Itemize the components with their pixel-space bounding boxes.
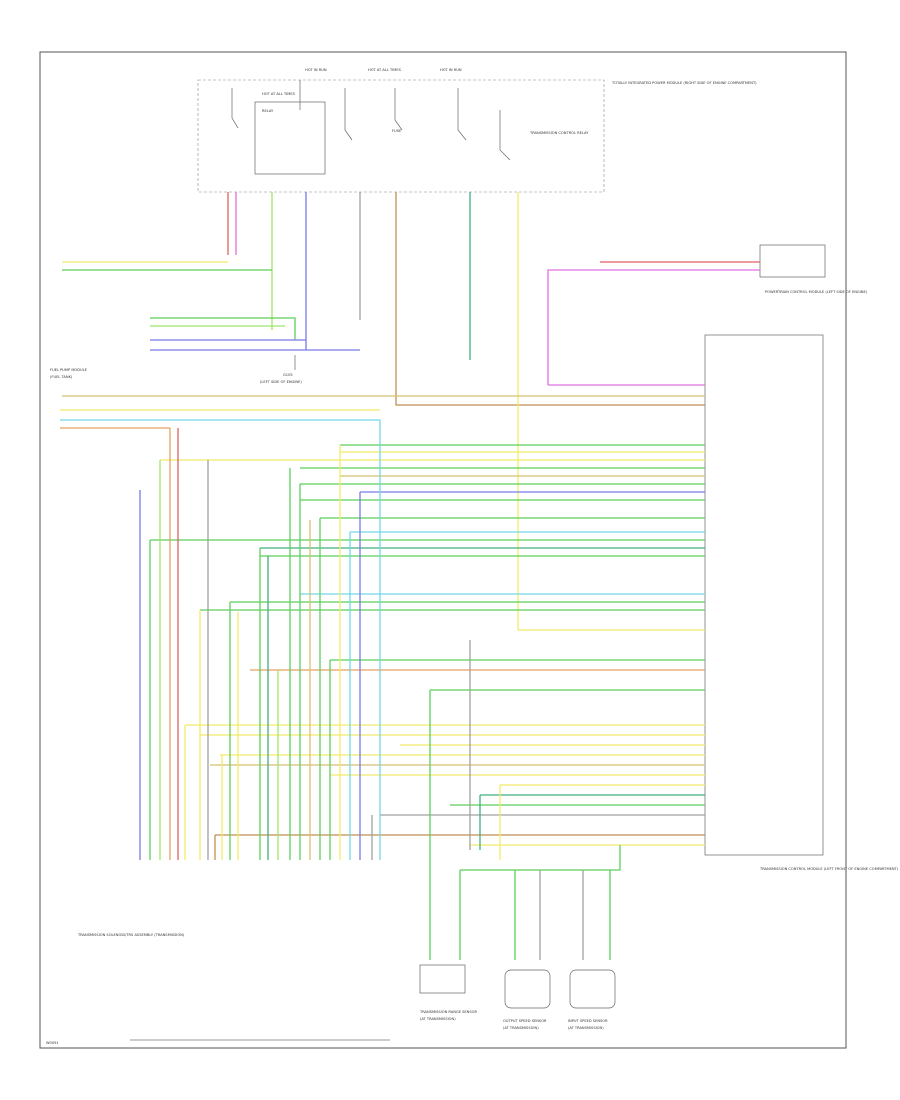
pdc-label-3: HOT AT ALL TIMES xyxy=(368,68,402,72)
fuel-pump-name: FUEL PUMP MODULE xyxy=(50,368,88,372)
transmission-harness: TRANSMISSION SOLENOID/TRS ASSEMBLY (TRAN… xyxy=(77,933,185,937)
pdc-label-2: HOT IN RUN xyxy=(305,68,327,72)
input-sensor-name: INPUT SPEED SENSOR xyxy=(568,1019,608,1023)
wire-top-6 xyxy=(395,192,705,406)
tcm-name: TRANSMISSION CONTROL MODULE (LEFT FRONT … xyxy=(759,867,899,871)
power-distribution-center: HOT AT ALL TIMES HOT IN RUN HOT AT ALL T… xyxy=(197,68,757,193)
fuel-pump-module: FUEL PUMP MODULE (FUEL TANK) xyxy=(50,368,88,379)
trans-harness-name: TRANSMISSION SOLENOID/TRS ASSEMBLY (TRAN… xyxy=(77,933,185,937)
pdc-label-4: HOT IN RUN xyxy=(440,68,462,72)
ground-name: G105 xyxy=(283,373,293,377)
fuel-pump-location: (FUEL TANK) xyxy=(50,375,73,379)
diagram-frame xyxy=(39,51,847,1049)
wire-sensor-4 xyxy=(460,845,621,871)
wire-top-8 xyxy=(517,192,705,631)
output-speed-sensor: OUTPUT SPEED SENSOR (AT TRANSMISSION) xyxy=(503,969,551,1030)
wire-pink-1 xyxy=(547,269,760,385)
range-sensor: TRANSMISSION RANGE SENSOR (AT TRANSMISSI… xyxy=(419,964,477,1021)
input-speed-sensor: INPUT SPEED SENSOR (AT TRANSMISSION) xyxy=(568,969,616,1030)
pdc-relay-label: RELAY xyxy=(262,109,274,113)
range-sensor-location: (AT TRANSMISSION) xyxy=(420,1017,456,1021)
transmission-control-module: TRANSMISSION CONTROL MODULE (LEFT FRONT … xyxy=(704,334,899,871)
output-sensor-location: (AT TRANSMISSION) xyxy=(503,1026,539,1030)
ground-location: (LEFT SIDE OF ENGINE) xyxy=(260,380,302,384)
wire-left-3 xyxy=(150,317,296,340)
pdc-trans-relay-label: TRANSMISSION CONTROL RELAY xyxy=(529,131,589,135)
pdc-fuse-label: FUSE xyxy=(392,129,402,133)
range-sensor-name: TRANSMISSION RANGE SENSOR xyxy=(419,1010,477,1014)
pcm-block: POWERTRAIN CONTROL MODULE (LEFT SIDE OF … xyxy=(759,244,868,294)
output-sensor-name: OUTPUT SPEED SENSOR xyxy=(503,1019,547,1023)
footer-code: W0091 xyxy=(46,1041,59,1045)
ground-g105: G105 (LEFT SIDE OF ENGINE) xyxy=(260,355,302,384)
input-sensor-location: (AT TRANSMISSION) xyxy=(568,1026,604,1030)
pcm-name: POWERTRAIN CONTROL MODULE (LEFT SIDE OF … xyxy=(765,290,868,294)
pdc-label-1: HOT AT ALL TIMES xyxy=(262,92,296,96)
pdc-note: TOTALLY INTEGRATED POWER MODULE (RIGHT S… xyxy=(611,81,757,85)
wire-harness xyxy=(60,192,760,960)
